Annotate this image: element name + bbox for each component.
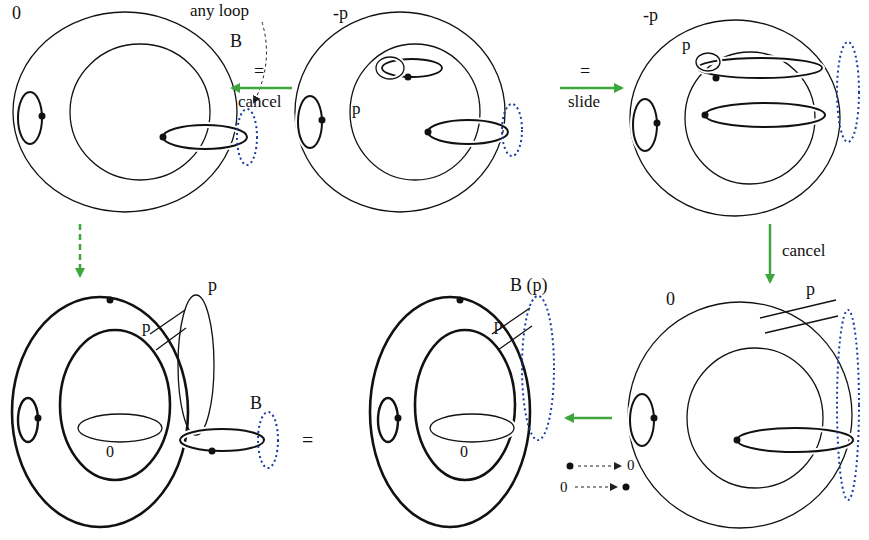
loop-name: B — [230, 32, 242, 50]
equals-sign: = — [302, 430, 313, 450]
frame-number: 0 — [106, 444, 114, 460]
annotation: any loop — [190, 2, 249, 19]
panel-f — [12, 295, 278, 527]
panel-b — [295, 12, 522, 212]
frame-number: 0 — [627, 458, 635, 473]
equals-sign: = — [580, 62, 590, 80]
frame-number: 0 — [560, 480, 568, 495]
move-name: cancel — [238, 93, 281, 110]
panel-e — [370, 296, 554, 527]
loop-name: B (p) — [510, 276, 548, 294]
swap-note — [575, 466, 620, 487]
frame-number: p — [208, 276, 217, 294]
frame-number: 0 — [12, 4, 21, 22]
frame-number: p — [352, 100, 361, 117]
equals-sign: = — [254, 62, 264, 80]
panel-d — [628, 300, 859, 528]
panel-a — [13, 12, 267, 212]
frame-number: p — [494, 316, 503, 333]
frame-number: p — [682, 36, 691, 53]
loop-name: B — [250, 394, 262, 412]
frame-number: p — [142, 318, 151, 335]
frame-number: -p — [333, 4, 348, 22]
move-name: cancel — [782, 242, 825, 259]
frame-number: 0 — [460, 444, 468, 460]
frame-number: 0 — [666, 290, 675, 308]
frame-number: -p — [643, 6, 658, 24]
dots — [35, 74, 741, 491]
move-name: slide — [568, 93, 600, 110]
panel-c — [630, 20, 859, 216]
frame-number: p — [806, 280, 815, 298]
green-arrows — [80, 88, 770, 418]
